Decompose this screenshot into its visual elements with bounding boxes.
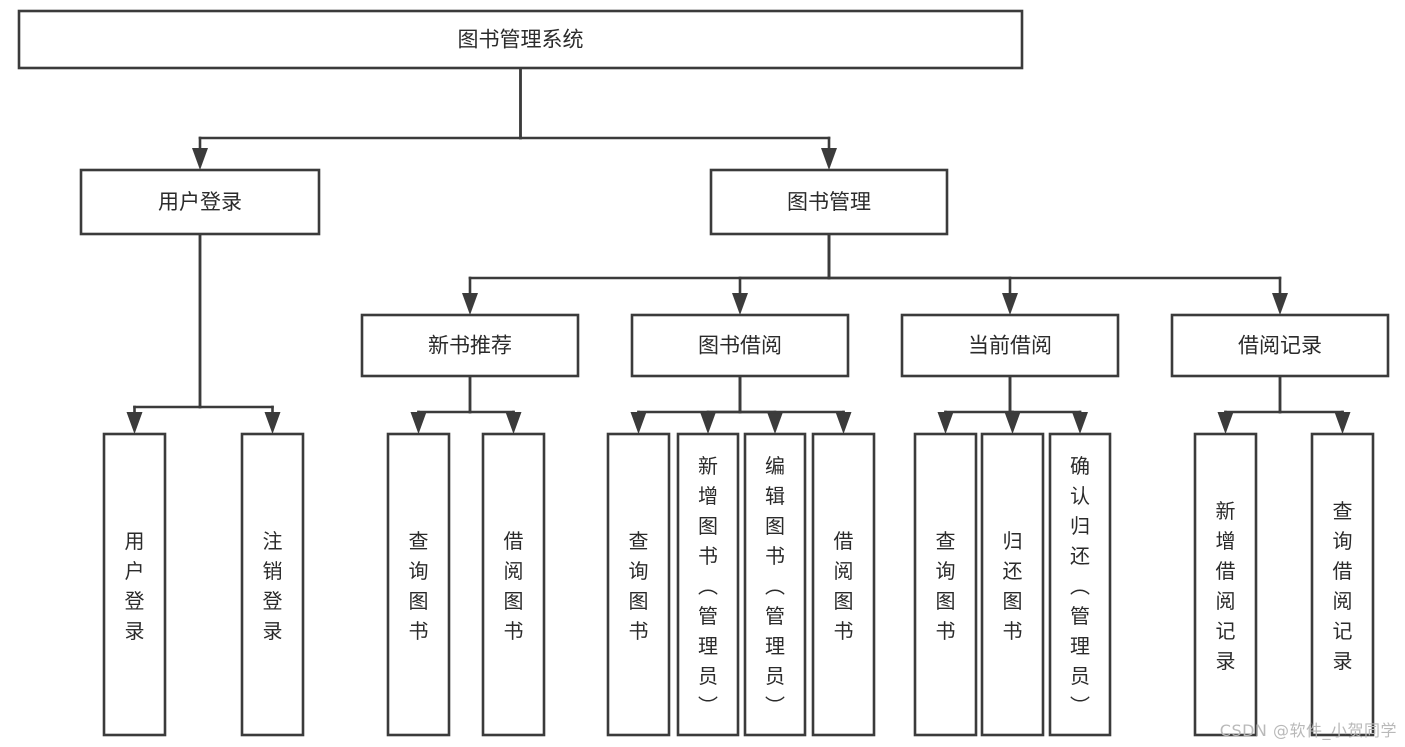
node-box[interactable] [17, 9, 1024, 70]
node-label: 新书推荐 [428, 334, 512, 358]
arrow-head-icon [1002, 293, 1018, 315]
node-box[interactable] [606, 432, 671, 737]
node-box[interactable] [811, 432, 876, 737]
arrow-head-icon [1217, 412, 1234, 434]
node-label: 归还图书 [1003, 529, 1023, 643]
arrow-head-icon [1272, 293, 1288, 315]
node-box[interactable] [360, 313, 580, 378]
arrow-head-icon [821, 148, 837, 170]
node-label: 当前借阅 [968, 334, 1052, 358]
node-label: 用户登录 [158, 190, 242, 214]
node-box[interactable] [386, 432, 451, 737]
arrow-head-icon [462, 293, 478, 315]
node-box[interactable] [980, 432, 1045, 737]
node-label: 借阅图书 [504, 529, 524, 643]
arrow-head-icon [505, 412, 522, 434]
node-box[interactable] [1193, 432, 1258, 737]
node-label: 注销登录 [263, 529, 283, 643]
node-leaf-5[interactable]: 新增图书︵管理员︶ [676, 432, 740, 737]
connector-layer [126, 66, 1351, 434]
node-level2-0[interactable]: 用户登录 [79, 168, 321, 236]
node-label: 确认归还︵管理员︶ [1070, 454, 1090, 718]
node-leaf-4[interactable]: 查询图书 [606, 432, 671, 737]
node-box[interactable] [676, 432, 740, 737]
node-label: 图书借阅 [698, 334, 782, 358]
node-leaf-7[interactable]: 借阅图书 [811, 432, 876, 737]
node-label: 图书管理 [787, 190, 871, 214]
node-box[interactable] [1170, 313, 1390, 378]
node-leaf-1[interactable]: 注销登录 [240, 432, 305, 737]
node-box[interactable] [900, 313, 1120, 378]
node-box[interactable] [240, 432, 305, 737]
node-label: 用户登录 [125, 529, 145, 643]
node-label: 查询借阅记录 [1333, 499, 1353, 673]
node-box[interactable] [630, 313, 850, 378]
node-label: 查询图书 [629, 529, 649, 643]
node-label: 图书管理系统 [458, 28, 584, 52]
arrow-head-icon [767, 412, 783, 434]
node-leaf-12[interactable]: 查询借阅记录 [1310, 432, 1375, 737]
node-label: 编辑图书︵管理员︶ [765, 454, 785, 718]
node-level3-1[interactable]: 图书借阅 [630, 313, 850, 378]
node-label: 查询图书 [936, 529, 956, 643]
node-level3-0[interactable]: 新书推荐 [360, 313, 580, 378]
node-level2-1[interactable]: 图书管理 [709, 168, 949, 236]
arrow-head-icon [700, 412, 716, 434]
arrow-head-icon [1334, 412, 1351, 434]
node-label: 查询图书 [409, 529, 429, 643]
node-leaf-2[interactable]: 查询图书 [386, 432, 451, 737]
node-leaf-11[interactable]: 新增借阅记录 [1193, 432, 1258, 737]
node-box[interactable] [79, 168, 321, 236]
node-box[interactable] [481, 432, 546, 737]
node-leaf-9[interactable]: 归还图书 [980, 432, 1045, 737]
arrow-head-icon [937, 412, 954, 434]
node-root-图书管理系统[interactable]: 图书管理系统 [17, 9, 1024, 70]
node-leaf-3[interactable]: 借阅图书 [481, 432, 546, 737]
arrow-head-icon [410, 412, 427, 434]
node-label: 新增借阅记录 [1216, 499, 1236, 673]
node-label: 借阅记录 [1238, 334, 1322, 358]
node-leaf-0[interactable]: 用户登录 [102, 432, 167, 737]
arrow-head-icon [192, 148, 208, 170]
arrow-head-icon [732, 293, 748, 315]
node-box[interactable] [743, 432, 807, 737]
node-box[interactable] [709, 168, 949, 236]
node-leaf-6[interactable]: 编辑图书︵管理员︶ [743, 432, 807, 737]
node-box[interactable] [1048, 432, 1112, 737]
node-leaf-8[interactable]: 查询图书 [913, 432, 978, 737]
arrow-head-icon [1004, 412, 1021, 434]
node-label: 新增图书︵管理员︶ [698, 454, 718, 718]
node-level3-3[interactable]: 借阅记录 [1170, 313, 1390, 378]
node-level3-2[interactable]: 当前借阅 [900, 313, 1120, 378]
arrow-head-icon [835, 412, 852, 434]
node-box[interactable] [1310, 432, 1375, 737]
arrow-head-icon [630, 412, 647, 434]
node-box[interactable] [102, 432, 167, 737]
node-label: 借阅图书 [834, 529, 854, 643]
arrow-head-icon [126, 412, 143, 434]
arrow-head-icon [1072, 412, 1088, 434]
node-leaf-10[interactable]: 确认归还︵管理员︶ [1048, 432, 1112, 737]
csdn-watermark: CSDN @软件_小贺同学 [1219, 721, 1397, 740]
node-box[interactable] [913, 432, 978, 737]
arrow-head-icon [264, 412, 281, 434]
node-layer: 图书管理系统用户登录图书管理新书推荐图书借阅当前借阅借阅记录用户登录注销登录查询… [17, 9, 1390, 737]
